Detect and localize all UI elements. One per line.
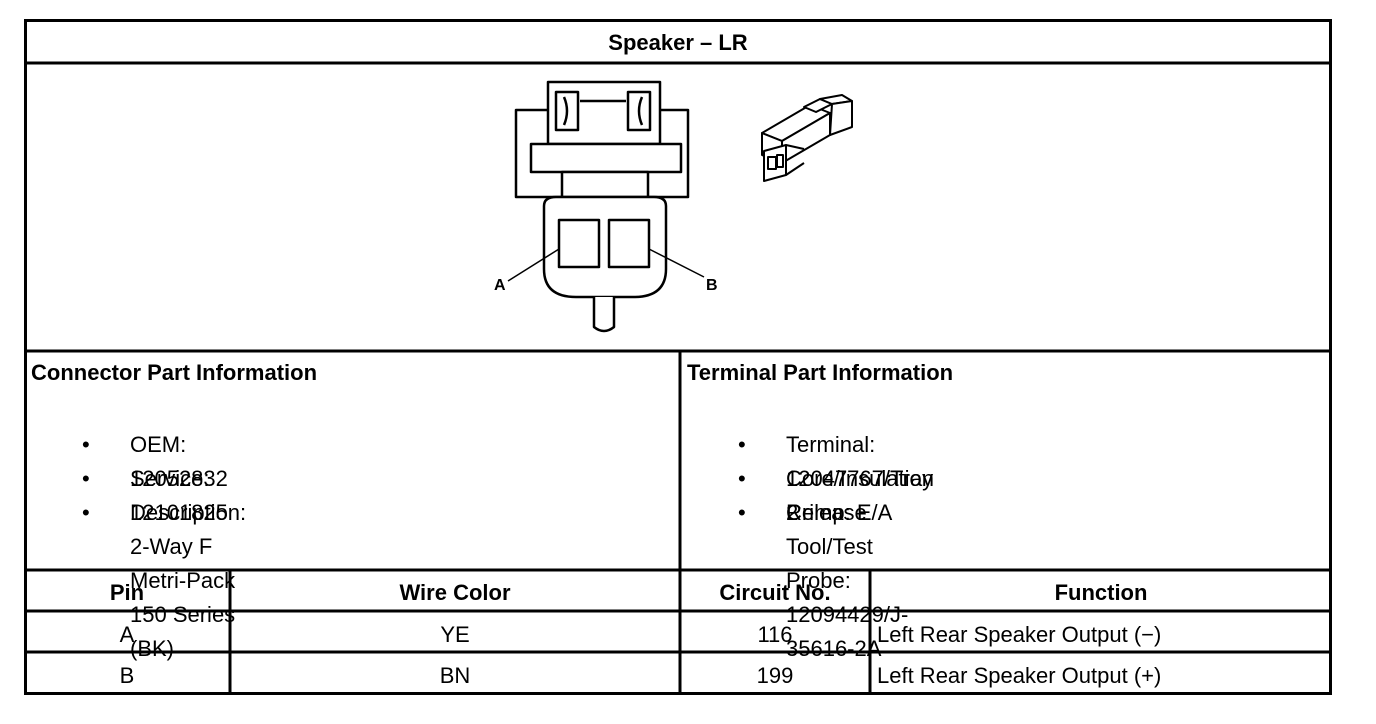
connector-face-diagram: A B	[494, 80, 718, 333]
terminal-release-tool: Release Tool/Test Probe: 12094429/J-3561…	[786, 500, 909, 661]
connector-isometric-view	[761, 94, 853, 182]
connector-oem: OEM: 12052832	[130, 432, 228, 491]
bullet: •	[738, 432, 746, 457]
column-header-pin: Pin	[109, 580, 145, 605]
table-grid-lines	[24, 19, 1332, 695]
cell-wire-color: YE	[440, 622, 470, 647]
connector-service: Service: 12101825	[130, 466, 228, 525]
connector-description: Description: 2-Way F Metri-Pack 150 Seri…	[130, 500, 247, 661]
cell-circuit-no: 199	[756, 663, 794, 688]
column-header-wire-color: Wire Color	[399, 580, 511, 605]
cell-wire-color: BN	[439, 663, 471, 688]
bullet: •	[82, 500, 90, 525]
page-title: Speaker – LR	[608, 30, 748, 55]
connector-part-info-heading: Connector Part Information	[31, 360, 318, 385]
bullet: •	[738, 466, 746, 491]
cell-circuit-no: 116	[757, 622, 793, 647]
pin-label-b: B	[706, 277, 718, 294]
bullet: •	[82, 432, 90, 457]
terminal-part-info-heading: Terminal Part Information	[687, 360, 954, 385]
column-header-function: Function	[1054, 580, 1148, 605]
terminal-number: Terminal: 12047767/Tray 2	[786, 432, 934, 525]
terminal-crimp: Core/Insulation Crimp: E/A	[786, 466, 934, 525]
pin-label-a: A	[494, 277, 506, 294]
cell-function: Left Rear Speaker Output (−)	[877, 622, 1162, 647]
cell-pin: B	[119, 663, 135, 688]
connector-end-view-sheet: Speaker – LR	[24, 19, 1332, 695]
cell-pin: A	[119, 622, 135, 647]
cell-function: Left Rear Speaker Output (+)	[877, 663, 1162, 688]
bullet: •	[738, 500, 746, 525]
column-header-circuit-no: Circuit No.	[719, 580, 831, 605]
bullet: •	[82, 466, 90, 491]
